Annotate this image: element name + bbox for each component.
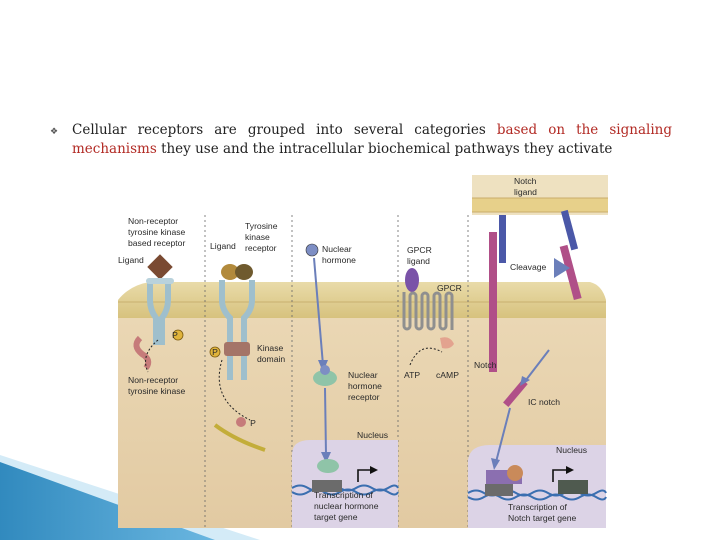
cell-membrane xyxy=(118,282,606,318)
label-cleavage: Cleavage xyxy=(510,262,547,272)
label-nucleus-2: Nucleus xyxy=(556,445,587,455)
label-kinase-domain-1: Kinase xyxy=(257,343,283,353)
label-kinase-domain-2: domain xyxy=(257,354,285,364)
label-trans-notch-2: Notch target gene xyxy=(508,513,577,523)
nuclear-hormone-molecule xyxy=(306,244,318,256)
notch-ligand-1 xyxy=(499,215,506,263)
label-camp: cAMP xyxy=(436,370,459,380)
label-trans-nh-1: Transcription of xyxy=(314,490,374,500)
label-nonrec-tk-2: tyrosine kinase xyxy=(128,227,186,237)
label-notch: Notch xyxy=(474,360,497,370)
label-notch-ligand-2: ligand xyxy=(514,187,537,197)
label-ic-notch: IC notch xyxy=(528,397,560,407)
label-nonrec-tk-3: based receptor xyxy=(128,238,185,248)
label-ligand-tk: Ligand xyxy=(210,241,236,251)
label-tk-receptor-2: kinase xyxy=(245,232,270,242)
label-phospho-2: P xyxy=(212,347,218,357)
label-gpcr-ligand-2: ligand xyxy=(407,256,430,266)
label-phospho-3: P xyxy=(250,418,256,428)
notch-cell-membrane xyxy=(472,198,608,212)
phospho-3 xyxy=(236,417,246,427)
label-nucleus-1: Nucleus xyxy=(357,430,388,440)
label-trans-nh-2: nuclear hormone xyxy=(314,501,379,511)
label-gpcr-ligand-1: GPCR xyxy=(407,245,432,255)
label-nuclear-hormone-2: hormone xyxy=(322,255,356,265)
tk-ligand-right xyxy=(235,264,253,280)
gpcr-receptor xyxy=(404,292,452,330)
label-trans-notch-1: Transcription of xyxy=(508,502,568,512)
gene-box-right-2 xyxy=(558,480,588,494)
label-gpcr: GPCR xyxy=(437,283,462,293)
label-nhr-2: hormone xyxy=(348,381,382,391)
nhr-bound xyxy=(317,459,339,473)
kinase-domain xyxy=(224,342,250,356)
label-nonrec-kinase-1: Non-receptor xyxy=(128,375,178,385)
label-nuclear-hormone-1: Nuclear xyxy=(322,244,352,254)
label-notch-ligand-1: Notch xyxy=(514,176,537,186)
nonreceptor-receptor xyxy=(146,278,174,284)
label-ligand-left: Ligand xyxy=(118,255,144,265)
label-nhr-3: receptor xyxy=(348,392,380,402)
label-phospho-1: P xyxy=(172,330,178,340)
label-nonrec-kinase-2: tyrosine kinase xyxy=(128,386,186,396)
gpcr-ligand xyxy=(405,268,419,292)
notch-receptor xyxy=(489,232,497,372)
label-trans-nh-3: target gene xyxy=(314,512,358,522)
label-atp: ATP xyxy=(404,370,420,380)
gene-box-right xyxy=(485,484,513,496)
label-nhr-1: Nuclear xyxy=(348,370,378,380)
label-tk-receptor-1: Tyrosine xyxy=(245,221,278,231)
label-tk-receptor-3: receptor xyxy=(245,243,277,253)
label-nonrec-tk-1: Non-receptor xyxy=(128,216,178,226)
